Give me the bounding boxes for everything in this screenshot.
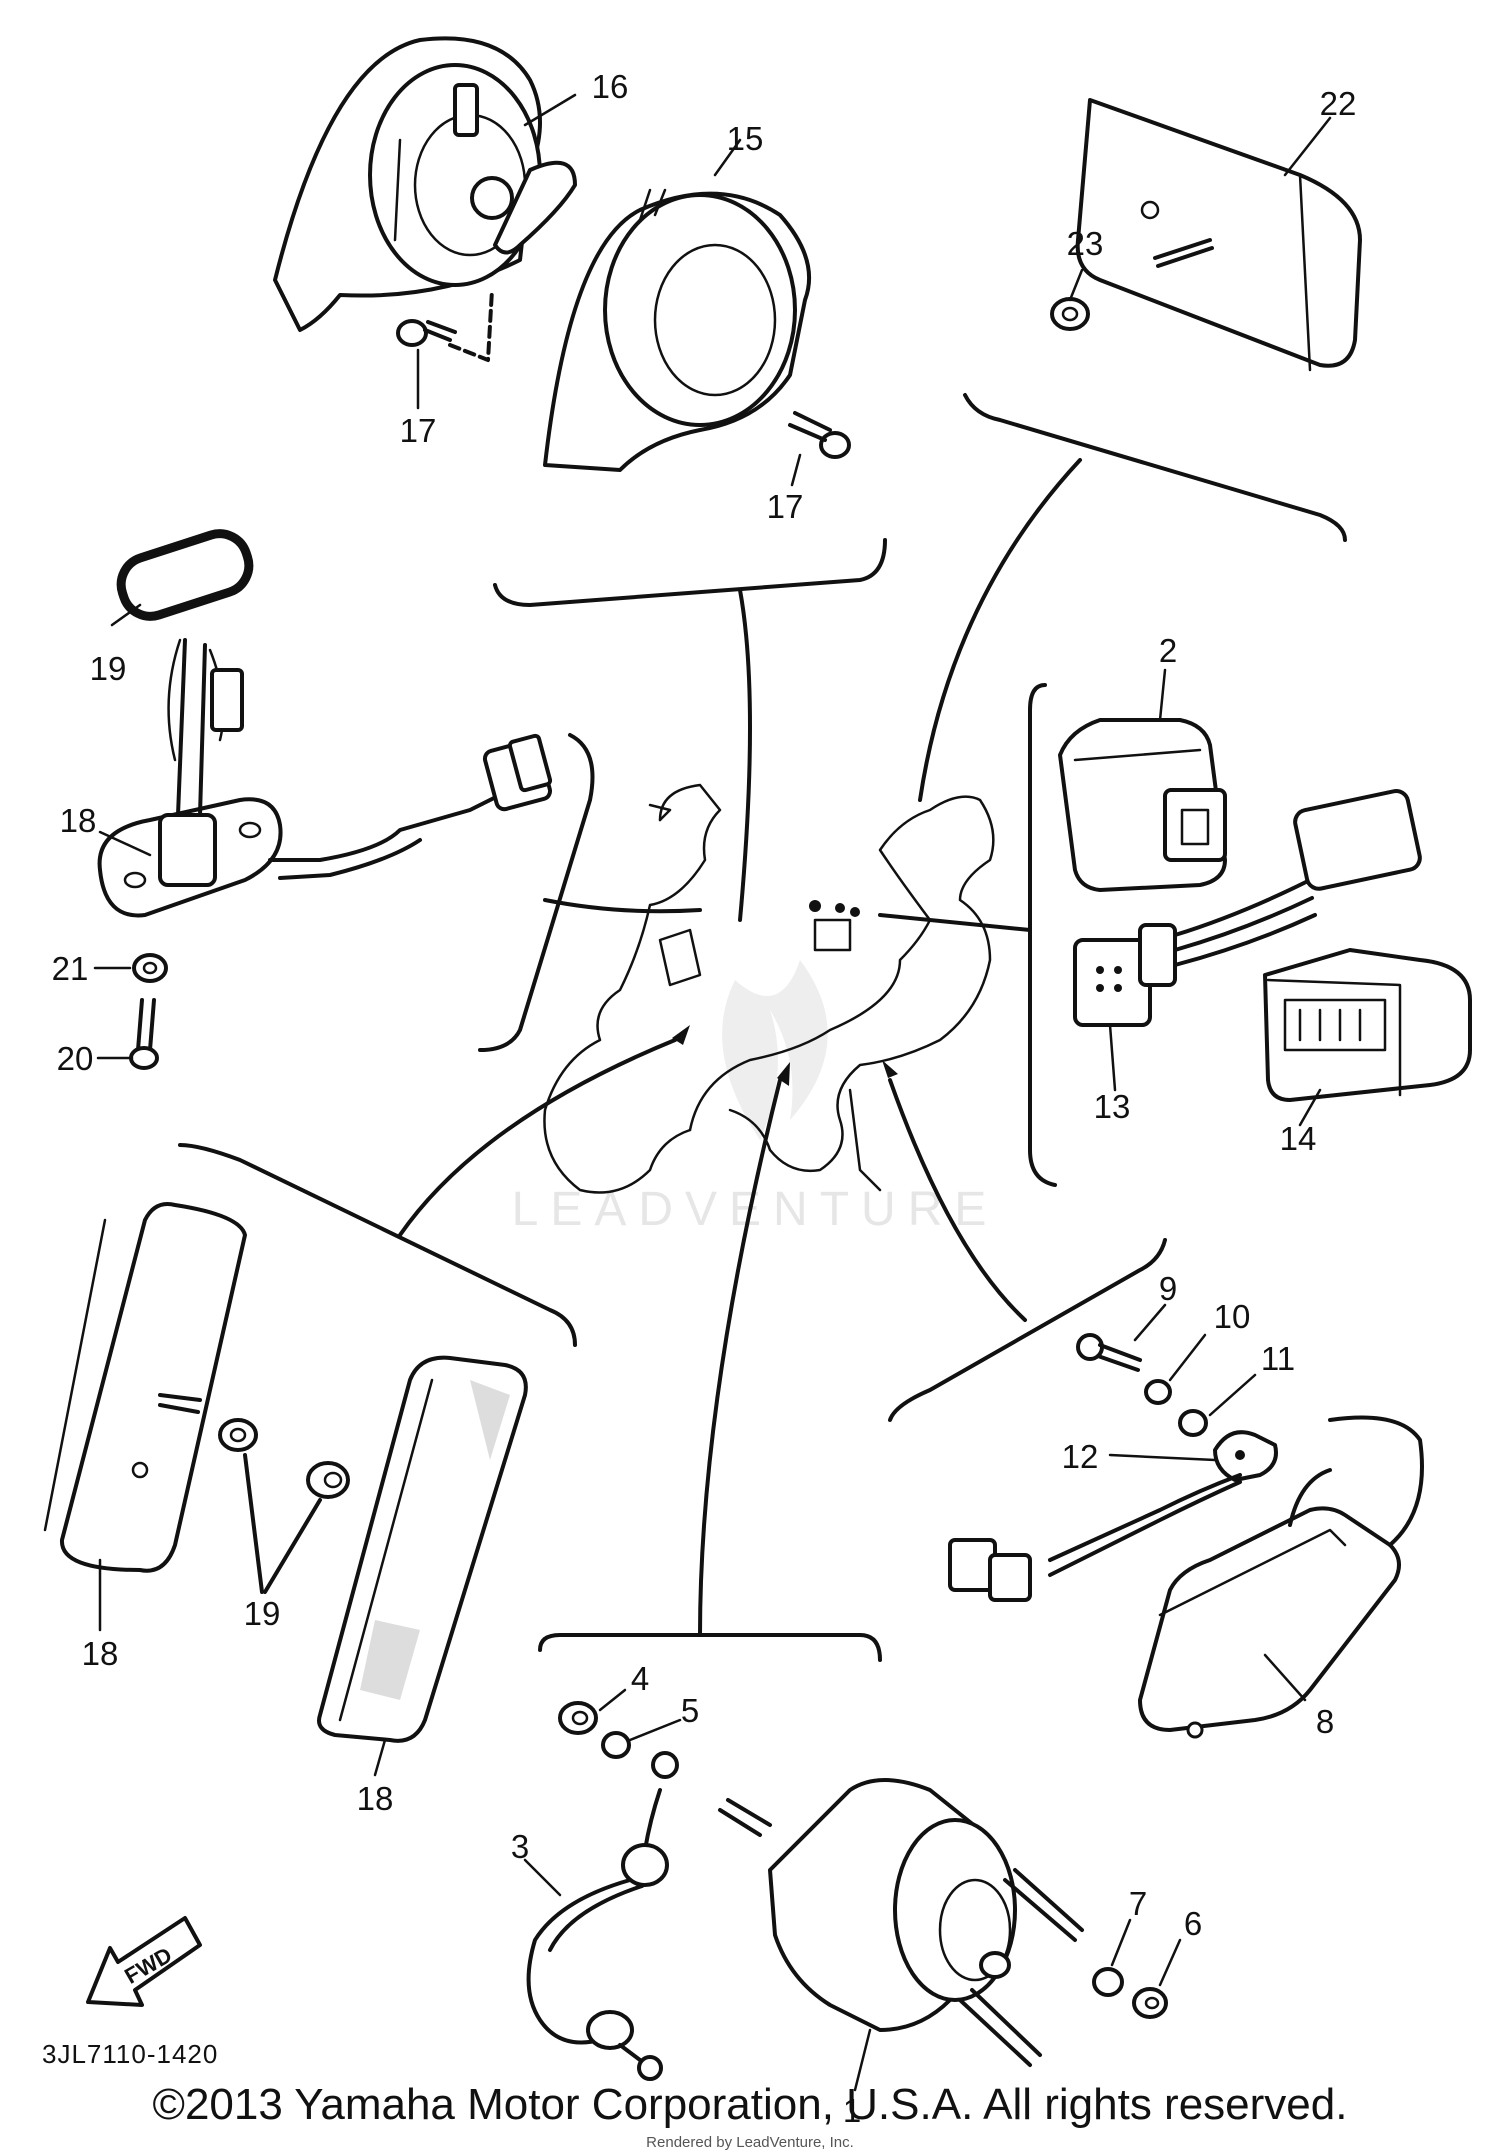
callout-18a: 18 <box>82 1635 119 1672</box>
callout-1: 1 <box>843 2092 861 2129</box>
washer-5 <box>601 1731 631 1759</box>
nut-4 <box>558 1701 598 1735</box>
callout-17b: 17 <box>767 488 804 525</box>
collar-11 <box>1178 1409 1208 1437</box>
reflector-24 <box>1075 98 1362 372</box>
callout-24: 22 <box>1320 85 1357 122</box>
callout-22: 20 <box>57 1040 94 1077</box>
callout-20: 18 <box>60 802 97 839</box>
diagram-code: 3JL7110-1420 <box>42 2039 218 2069</box>
washer-10 <box>1144 1379 1172 1405</box>
rendered-by-note: Rendered by LeadVenture, Inc. <box>646 2134 854 2151</box>
callout-12: 12 <box>1062 1438 1099 1475</box>
callout-labels: 16 15 17 17 22 23 19 18 21 20 2 13 14 9 … <box>52 68 1357 2129</box>
screw-17b <box>788 411 851 459</box>
callout-4: 4 <box>631 1660 649 1697</box>
nut-25 <box>1050 297 1090 331</box>
washer-23 <box>132 953 168 983</box>
fuel-sender-20 <box>97 638 553 918</box>
gasket-21 <box>116 529 254 621</box>
callout-21: 19 <box>90 650 127 687</box>
callout-9: 9 <box>1159 1270 1177 1307</box>
washer-7 <box>1092 1967 1124 1997</box>
horn-15 <box>543 188 812 472</box>
callout-15: 15 <box>727 120 764 157</box>
callout-25: 23 <box>1067 225 1104 262</box>
callout-11: 11 <box>1261 1340 1295 1377</box>
callout-5: 5 <box>681 1692 699 1729</box>
bolt-9 <box>1076 1333 1142 1372</box>
callout-7: 7 <box>1129 1885 1147 1922</box>
bracket-12 <box>1213 1430 1278 1482</box>
callout-18b: 18 <box>357 1780 394 1817</box>
screw-17a <box>396 288 494 362</box>
relay-2 <box>1058 718 1227 892</box>
callout-10: 10 <box>1214 1298 1251 1335</box>
horn-16 <box>273 36 577 332</box>
callout-6: 6 <box>1184 1905 1202 1942</box>
copyright-footer: ©2013 Yamaha Motor Corporation, U.S.A. A… <box>152 2080 1348 2129</box>
callout-13: 13 <box>1094 1088 1131 1125</box>
fwd-arrow-icon: FWD <box>86 1916 202 2007</box>
nut-19a <box>218 1418 258 1452</box>
connector-13 <box>1073 789 1422 1027</box>
callout-14: 14 <box>1280 1120 1317 1157</box>
callout-23: 21 <box>52 950 89 987</box>
starter-relay-1 <box>718 1778 1084 2067</box>
callout-8: 8 <box>1316 1703 1334 1740</box>
reflector-18-right <box>317 1355 528 1743</box>
callout-leaders <box>93 93 1332 2092</box>
nut-19b <box>306 1461 350 1499</box>
leader-lines <box>398 458 1082 1637</box>
callout-2: 2 <box>1159 632 1177 669</box>
group-brackets <box>178 393 1347 1662</box>
vehicle-outline <box>543 783 995 1194</box>
callout-3: 3 <box>511 1828 529 1865</box>
screw-22 <box>129 998 159 1070</box>
nut-6 <box>1132 1987 1168 2019</box>
callout-16: 16 <box>592 68 629 105</box>
callout-17a: 17 <box>400 412 437 449</box>
connector-14 <box>1263 948 1472 1102</box>
lead-wire-3 <box>526 1751 679 2081</box>
ignitor-8 <box>948 1415 1424 1739</box>
reflector-18-left <box>43 1202 247 1573</box>
leader-19 <box>243 1453 322 1594</box>
callout-19: 19 <box>244 1595 281 1632</box>
